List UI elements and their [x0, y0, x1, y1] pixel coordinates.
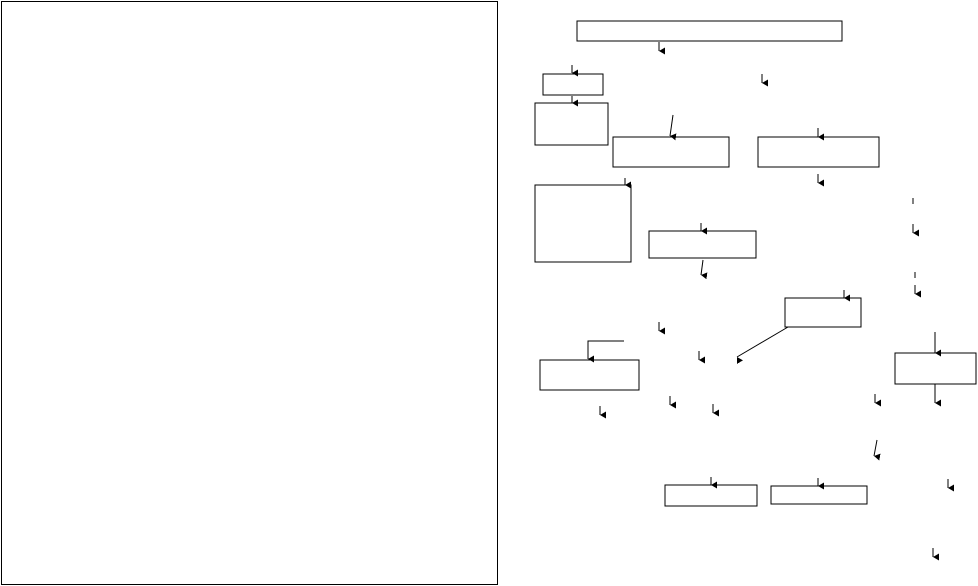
far-right-box [894, 352, 977, 385]
lower-left-box [539, 359, 640, 391]
bottom-center-box [664, 484, 758, 507]
right-center-box [784, 297, 862, 328]
connector-lower-left [587, 340, 624, 363]
tall-box [534, 102, 609, 146]
connector-below-center [700, 259, 708, 280]
center-box [648, 230, 757, 259]
small-box [542, 73, 604, 96]
connector-diagonal [736, 326, 789, 364]
mid-left-box [612, 136, 730, 168]
mid-right-box [757, 136, 880, 168]
top-box [576, 20, 843, 42]
left-empty-panel [1, 1, 498, 585]
connector-mid-left [669, 114, 677, 141]
large-left-box [534, 184, 632, 263]
bottom-right-box [770, 485, 868, 505]
connector-right-low [873, 439, 881, 461]
